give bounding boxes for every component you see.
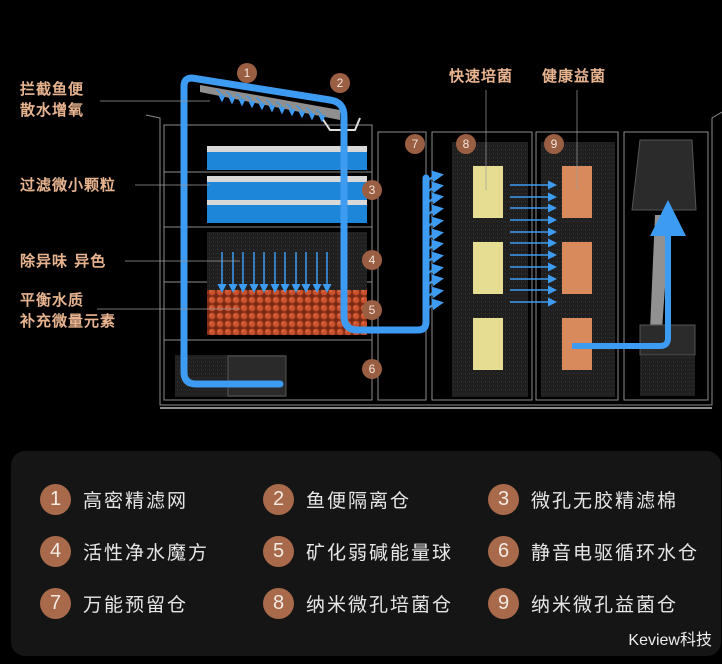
- legend-label: 万能预留仓: [83, 593, 189, 616]
- legend-number: 1: [40, 483, 71, 515]
- ceramic-balls: [207, 290, 367, 335]
- down-flow-arrows: [217, 252, 332, 293]
- badge-6: 6: [362, 359, 382, 379]
- legend-label: 微孔无胶精滤棉: [531, 489, 679, 512]
- legend-label: 静音电驱循环水仓: [531, 541, 700, 564]
- callout-deodorize: 除异味 异色: [20, 252, 107, 270]
- legend-item: 8 纳米微孔培菌仓: [263, 587, 454, 619]
- legend-item: 6 静音电驱循环水仓: [488, 535, 700, 567]
- legend-item: 9 纳米微孔益菌仓: [488, 587, 679, 619]
- legend-label: 纳米微孔益菌仓: [531, 593, 679, 616]
- legend-number: 8: [263, 587, 294, 619]
- legend-number: 6: [488, 535, 519, 567]
- legend-label: 高密精滤网: [83, 489, 189, 512]
- legend-item: 7 万能预留仓: [40, 587, 189, 619]
- legend-number: 9: [488, 587, 519, 619]
- legend-item: 5 矿化弱碱能量球: [263, 535, 454, 567]
- pump: [227, 355, 287, 397]
- caption-fast-bacteria: 快速培菌: [449, 67, 514, 85]
- badge-5: 5: [362, 300, 382, 320]
- badge-7: 7: [405, 134, 425, 154]
- filter-diagram: [97, 74, 722, 409]
- legend-label: 矿化弱碱能量球: [306, 541, 454, 564]
- legend-number: 3: [488, 483, 519, 515]
- badge-3: 3: [362, 180, 382, 200]
- legend-number: 7: [40, 587, 71, 619]
- leader-lines: [97, 90, 578, 310]
- callout-balance: 平衡水质 补充微量元素: [20, 291, 117, 330]
- badge-2: 2: [330, 73, 350, 93]
- badge-9: 9: [544, 134, 564, 154]
- fan-arrows: [425, 170, 444, 314]
- spray-arrows: [215, 89, 326, 123]
- water-flow-path: [180, 74, 430, 388]
- legend-label: 纳米微孔培菌仓: [306, 593, 454, 616]
- caption-healthy-bacteria: 健康益菌: [542, 67, 607, 85]
- sponge-layers: [207, 146, 367, 223]
- badge-4: 4: [362, 250, 382, 270]
- legend-panel: 1 高密精滤网 2 鱼便隔离仓 3 微孔无胶精滤棉 4 活性净水魔方 5 矿化弱…: [11, 451, 721, 656]
- legend-item: 1 高密精滤网: [40, 483, 189, 515]
- legend-number: 5: [263, 535, 294, 567]
- legend-number: 4: [40, 535, 71, 567]
- bio-blocks-yellow: [473, 166, 503, 370]
- return-flow: [572, 200, 686, 349]
- callout-filter-small: 过滤微小颗粒: [20, 176, 117, 194]
- badge-1: 1: [237, 63, 257, 83]
- transfer-arrows: [510, 180, 557, 307]
- legend-item: 2 鱼便隔离仓: [263, 483, 412, 515]
- legend-label: 活性净水魔方: [83, 541, 210, 564]
- legend-number: 2: [263, 483, 294, 515]
- return-outlet: [631, 139, 697, 211]
- legend-item: 3 微孔无胶精滤棉: [488, 483, 679, 515]
- legend-item: 4 活性净水魔方: [40, 535, 210, 567]
- legend-label: 鱼便隔离仓: [306, 489, 412, 512]
- bio-blocks-orange: [562, 166, 592, 370]
- watermark: Keview科技: [628, 632, 712, 649]
- badge-8: 8: [456, 134, 476, 154]
- callout-intercept: 拦截鱼便 散水增氧: [20, 80, 85, 119]
